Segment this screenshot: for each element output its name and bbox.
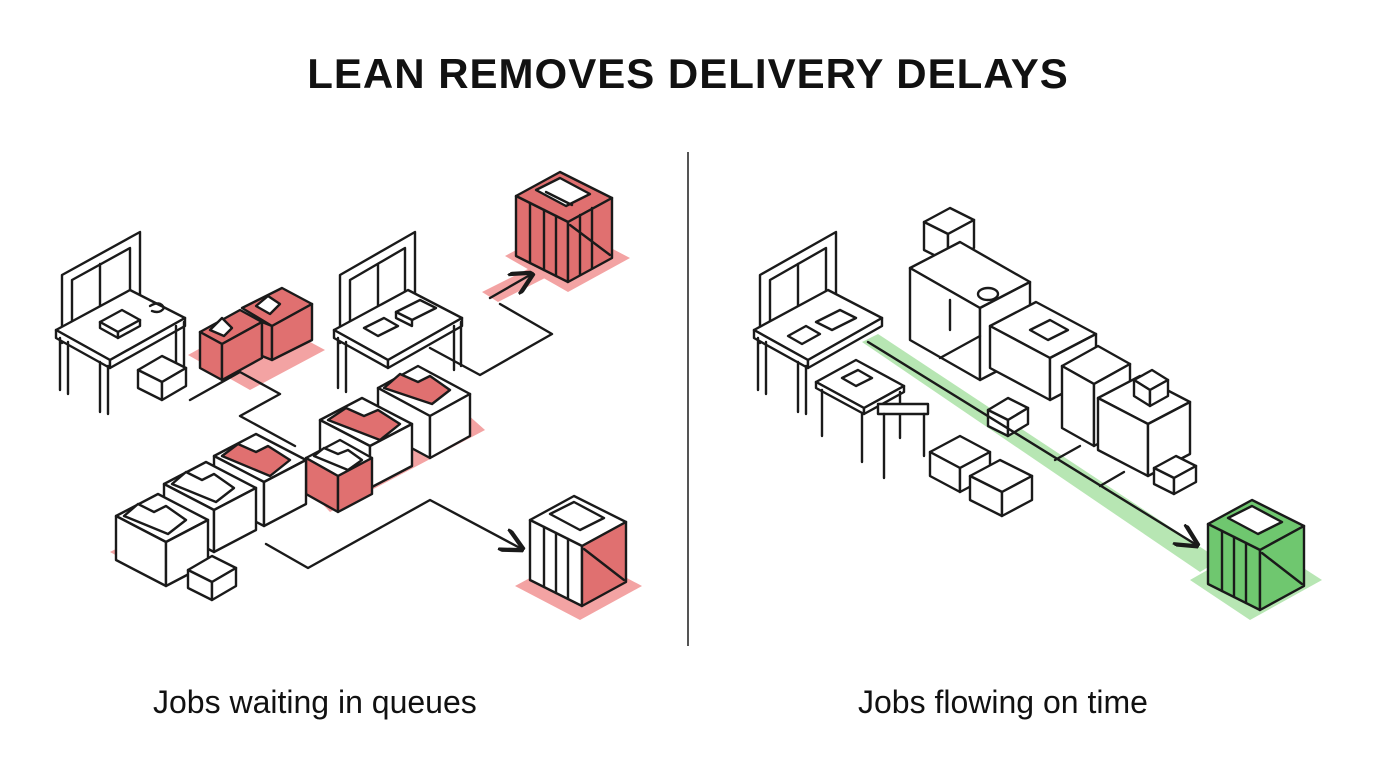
queue-box-red bbox=[240, 286, 314, 362]
workstation-left-1 bbox=[54, 230, 187, 416]
small-tray bbox=[1152, 454, 1198, 496]
workstation-left-2 bbox=[332, 230, 464, 394]
left-panel-illustration bbox=[54, 170, 642, 620]
work-table bbox=[814, 358, 930, 480]
caption-left: Jobs waiting in queues bbox=[153, 684, 477, 720]
crate-bottom bbox=[528, 494, 628, 608]
crate-red-top bbox=[514, 170, 614, 284]
small-tray bbox=[136, 354, 188, 402]
queue-box-red bbox=[376, 364, 472, 460]
panel-divider bbox=[687, 152, 689, 646]
right-panel-illustration bbox=[752, 206, 1322, 620]
caption-right: Jobs flowing on time bbox=[858, 684, 1148, 720]
machine bbox=[908, 206, 1032, 382]
crate-green bbox=[1206, 498, 1306, 612]
page-title: LEAN REMOVES DELIVERY DELAYS bbox=[307, 50, 1069, 97]
parts-tray bbox=[968, 458, 1034, 518]
queue-box-red bbox=[304, 438, 374, 514]
queue-box bbox=[114, 492, 210, 588]
workstation-right-1 bbox=[752, 230, 884, 416]
small-tray bbox=[186, 554, 238, 602]
conveyor-station bbox=[1096, 368, 1192, 478]
queue-box bbox=[162, 460, 258, 554]
